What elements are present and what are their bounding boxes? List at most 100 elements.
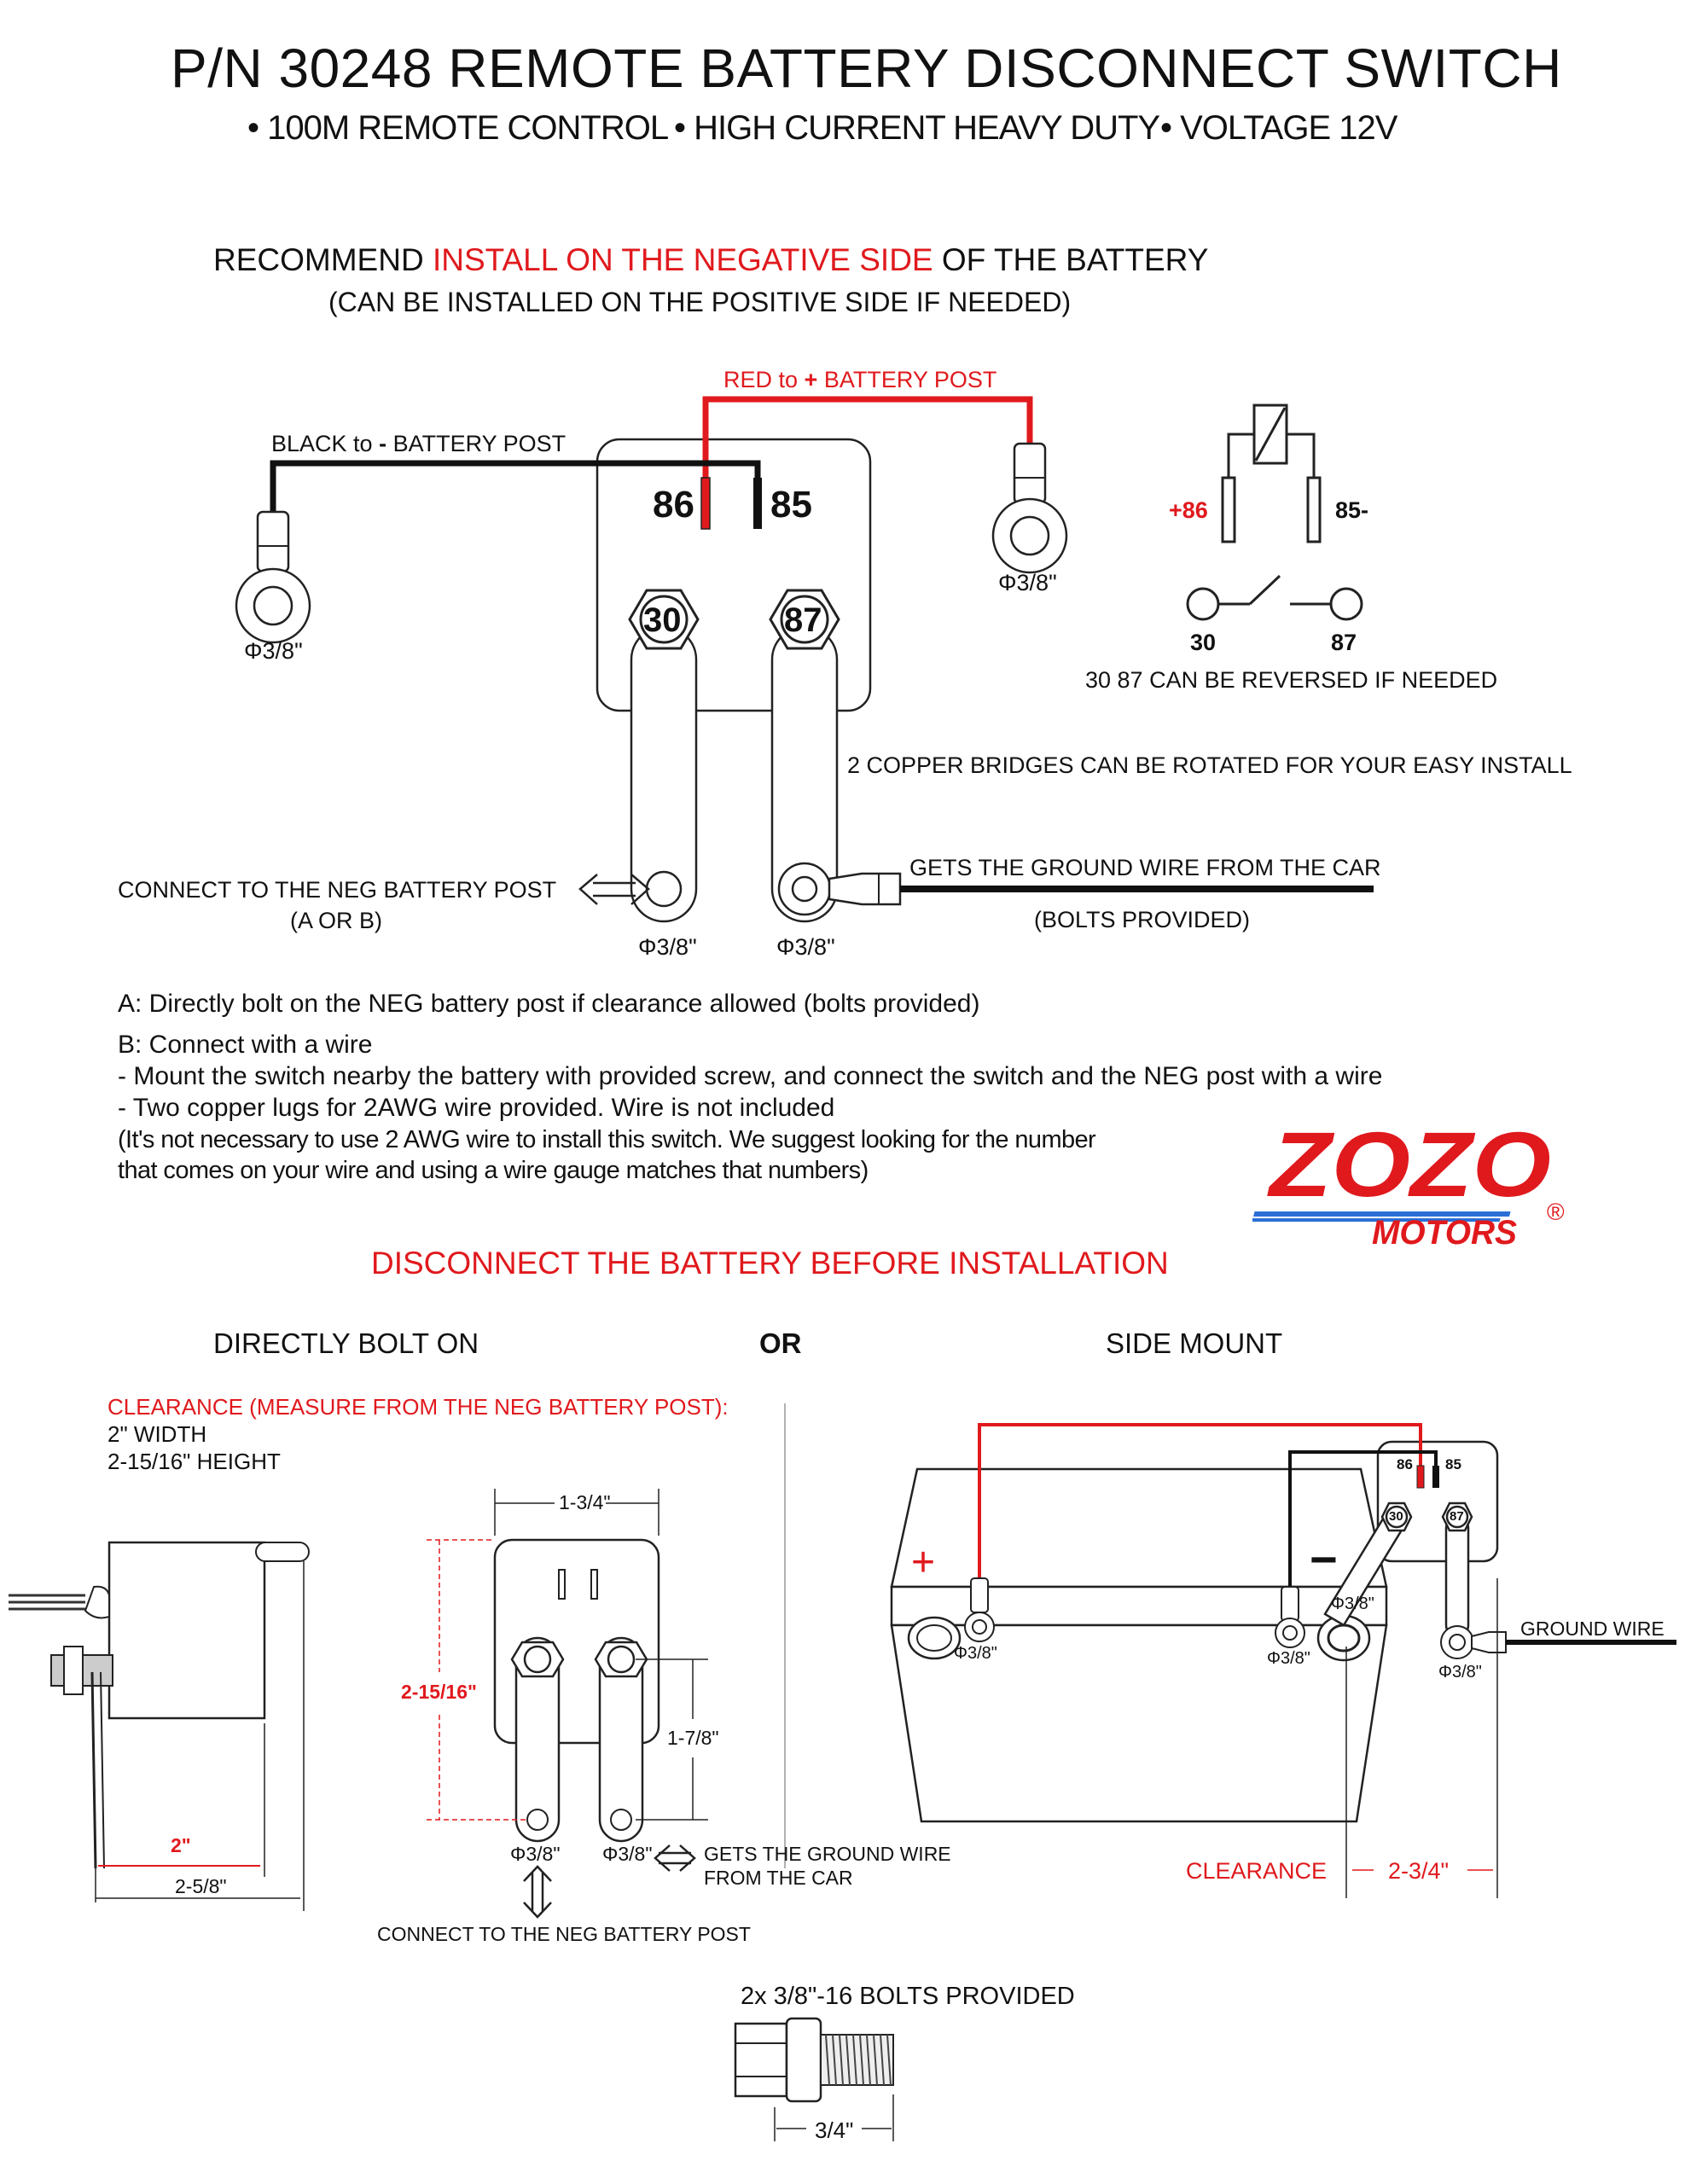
ring-size-30-bridge: Φ3/8" [638,934,697,960]
front-connect-neg: CONNECT TO THE NEG BATTERY POST [377,1923,751,1945]
bolt-length-dimension [774,2094,894,2141]
double-arrow-neg [578,874,650,905]
ring-size-87-bridge: Φ3/8" [776,934,835,960]
side-t30: 30 [1389,1509,1403,1524]
instruction-mount: - Mount the switch nearby the battery wi… [118,1062,1383,1090]
feature-current: • HIGH CURRENT HEAVY DUTY [674,109,1160,147]
recommend-prefix: RECOMMEND [213,242,433,277]
instruction-note-2: that comes on your wire and using a wire… [118,1157,869,1184]
section-or: OR [759,1327,802,1359]
spade-86 [700,477,711,530]
reversible-note: 30 87 CAN BE REVERSED IF NEEDED [1085,667,1498,693]
side-t86: 86 [1397,1456,1413,1472]
dim-two-label: 2" [171,1834,191,1856]
hole-left-label: Φ3/8" [510,1843,561,1865]
front-ground-line1: GETS THE GROUND WIRE [704,1843,951,1865]
bolt-illustration [734,2017,894,2103]
side-t85: 85 [1445,1456,1461,1472]
side-ring-plus [964,1577,995,1642]
bridges-note: 2 COPPER BRIDGES CAN BE ROTATED FOR YOUR… [847,752,1572,778]
red-label-pre: RED to [723,367,805,392]
ground-note-line2: (BOLTS PROVIDED) [1034,907,1251,932]
side-ring4: Φ3/8" [1438,1663,1482,1682]
clearance-heading: CLEARANCE (MEASURE FROM THE NEG BATTERY … [107,1394,729,1420]
terminal-85-label: 85 [770,484,812,526]
ring-terminal-red [991,442,1068,574]
dim-top-width-label: 1-3/4" [559,1491,611,1513]
red-label-plus: + [804,367,818,392]
ring-terminal-black [235,510,311,644]
side-dimension-lines [95,1561,305,1911]
red-label-post: BATTERY POST [817,367,997,392]
battery-terminal-left [907,1616,962,1660]
connect-neg-line1: CONNECT TO THE NEG BATTERY POST [118,877,557,903]
black-label-pre: BLACK to [271,431,380,456]
side-ring1: Φ3/8" [954,1644,997,1663]
schematic-87: 87 [1331,630,1357,655]
side-ring-ground [1440,1625,1507,1659]
side-black-wire [1288,1450,1438,1595]
schematic-85: 85- [1335,497,1369,523]
black-label-post: BATTERY POST [386,431,567,456]
side-ring-minus [1275,1586,1305,1648]
ring-size-black: Φ3/8" [244,638,303,664]
instruction-a: A: Directly bolt on the NEG battery post… [118,990,980,1018]
spade-85 [753,478,762,529]
schematic-30: 30 [1190,630,1217,655]
bridge-30-hole [645,870,683,908]
feature-voltage: • VOLTAGE 12V [1160,109,1397,147]
connect-neg-line2: (A OR B) [290,908,383,933]
black-wire-label: BLACK to - BATTERY POST [271,433,566,456]
battery-minus: − [1310,1532,1338,1586]
terminal-87-label: 87 [784,601,822,639]
ring-size-red: Φ3/8" [998,570,1057,595]
front-ground-line2: FROM THE CAR [704,1867,853,1889]
red-wire-label: RED to + BATTERY POST [723,369,996,392]
logo-brand: ZOZO [1267,1118,1551,1216]
instruction-note-1: (It's not necessary to use 2 AWG wire to… [118,1126,1096,1153]
recommend-note: (CAN BE INSTALLED ON THE POSITIVE SIDE I… [328,287,1072,317]
bolt-on-front-view [493,1538,660,1843]
zozo-motors-logo: ZOZO MOTORS ® [1243,1112,1577,1252]
front-height-dimension [427,1539,529,1821]
side-red-wire [978,1423,1422,1595]
schematic-86-text: +86 [1169,497,1208,523]
bolts-length: 3/4" [815,2117,854,2143]
dim-bridge-label: 1-7/8" [667,1727,719,1749]
disconnect-warning: DISCONNECT THE BATTERY BEFORE INSTALLATI… [371,1246,1169,1281]
schematic-86: +86 [1169,499,1208,522]
side-ground-wire-label: GROUND WIRE [1520,1618,1665,1640]
bolts-label: 2x 3/8"-16 BOLTS PROVIDED [741,1983,1075,2010]
logo-sub: MOTORS [1372,1214,1517,1246]
bolt-on-side-view [9,1541,310,1869]
recommend-line: RECOMMEND INSTALL ON THE NEGATIVE SIDE O… [213,244,1208,276]
clearance-height: 2-15/16" HEIGHT [107,1449,281,1474]
ground-note-line1: GETS THE GROUND WIRE FROM THE CAR [909,855,1381,880]
side-clearance-value: 2-3/4" [1388,1858,1450,1884]
black-label-minus: - [379,431,387,456]
instruction-lugs: - Two copper lugs for 2AWG wire provided… [118,1094,835,1122]
side-clearance-label: CLEARANCE [1186,1858,1328,1884]
hole-right-label: Φ3/8" [602,1843,653,1865]
feature-remote: • 100M REMOTE CONTROL [247,109,669,147]
terminal-86-label: 86 [653,484,694,526]
side-ring3: Φ3/8" [1331,1594,1374,1613]
terminal-30-label: 30 [643,601,682,639]
section-side-mount: SIDE MOUNT [1106,1327,1283,1359]
dim-total-label: 2-5/8" [175,1875,227,1897]
front-dimension-lines [494,1489,708,1821]
battery-plus: + [911,1540,936,1585]
clearance-width: 2" WIDTH [107,1421,207,1447]
clearance-dimension [1345,1578,1498,1898]
page-title: P/N 30248 REMOTE BATTERY DISCONNECT SWIT… [171,38,1562,99]
dim-height-label: 2-15/16" [401,1681,477,1703]
section-bolt-on: DIRECTLY BOLT ON [213,1327,479,1359]
ground-ring-terminal [777,862,902,916]
side-t87: 87 [1450,1509,1464,1524]
front-arrows [523,1844,696,1919]
recommend-suffix: OF THE BATTERY [933,242,1209,277]
recommend-highlight: INSTALL ON THE NEGATIVE SIDE [432,242,933,277]
instruction-b: B: Connect with a wire [118,1031,373,1059]
side-ring2: Φ3/8" [1267,1649,1310,1668]
